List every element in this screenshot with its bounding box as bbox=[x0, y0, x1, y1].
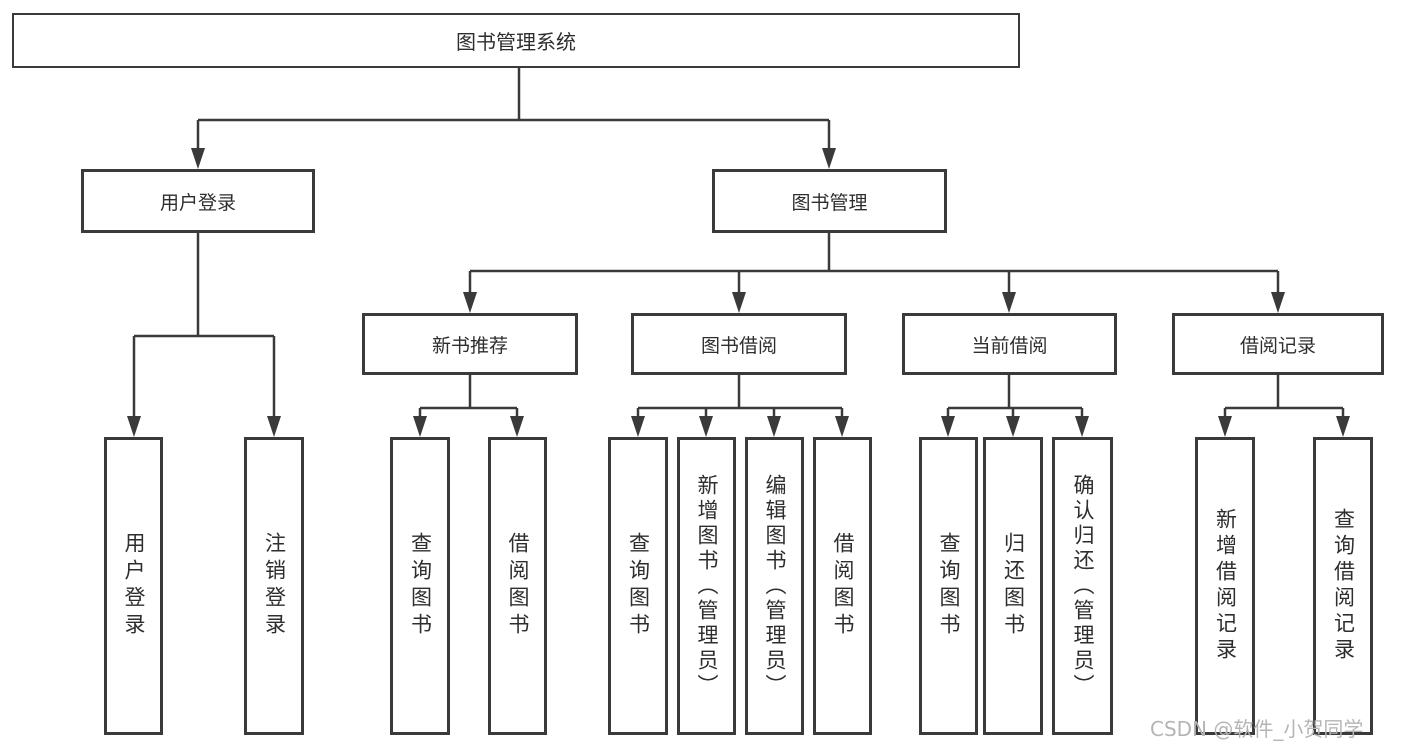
leaf-borrow-books: 借阅图书 bbox=[813, 437, 872, 735]
node-book-borrowing: 图书借阅 bbox=[631, 313, 847, 375]
node-book-management: 图书管理 bbox=[712, 169, 947, 233]
leaf-query-books: 查询图书 bbox=[390, 437, 450, 735]
leaf-confirm-return-admin: 确认归还（管理员） bbox=[1052, 437, 1113, 735]
leaf-add-book-admin: 新增图书（管理员） bbox=[677, 437, 736, 735]
node-library-management-system: 图书管理系统 bbox=[12, 13, 1020, 68]
leaf-query-books: 查询图书 bbox=[608, 437, 668, 735]
node-user-login: 用户登录 bbox=[81, 169, 315, 233]
node-current-borrowing: 当前借阅 bbox=[902, 313, 1117, 375]
leaf-user-login: 用户登录 bbox=[104, 437, 163, 735]
node-borrowing-records: 借阅记录 bbox=[1172, 313, 1384, 375]
leaf-borrow-books: 借阅图书 bbox=[488, 437, 547, 735]
arrowheads bbox=[127, 148, 1350, 437]
leaf-return-book: 归还图书 bbox=[983, 437, 1043, 735]
node-new-book-recommendation: 新书推荐 bbox=[362, 313, 578, 375]
leaf-add-borrow-record: 新增借阅记录 bbox=[1195, 437, 1255, 735]
leaf-logout: 注销登录 bbox=[244, 437, 304, 735]
leaf-query-borrow-record: 查询借阅记录 bbox=[1313, 437, 1373, 735]
leaf-query-books: 查询图书 bbox=[919, 437, 978, 735]
leaf-edit-book-admin: 编辑图书（管理员） bbox=[745, 437, 804, 735]
csdn-watermark: CSDN @软件_小贺同学 bbox=[1150, 717, 1364, 741]
